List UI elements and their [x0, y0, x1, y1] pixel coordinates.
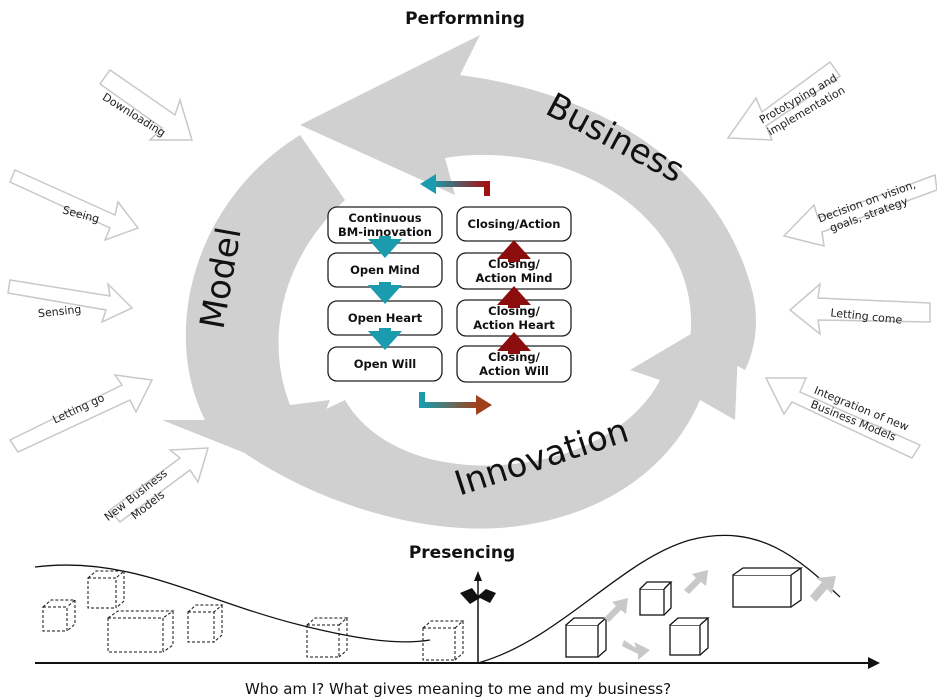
arrow-downloading — [98, 68, 194, 141]
business-arc — [300, 35, 756, 370]
dashed-cube-4 — [187, 604, 224, 643]
red-up-arrow-2 — [497, 286, 531, 305]
gray-growth-arrows — [604, 570, 836, 660]
label-sensing: Sensing — [37, 303, 82, 320]
dashed-cubes — [42, 570, 465, 661]
axis-arrowhead-icon — [868, 657, 880, 669]
box-continuous-line1: Continuous — [348, 211, 421, 225]
box-continuous-line2: BM-innovation — [338, 225, 432, 239]
box-open-heart-label: Open Heart — [348, 311, 423, 325]
left-arrows — [7, 68, 210, 524]
solid-cube-2 — [639, 581, 673, 616]
performing-title: Performning — [405, 9, 525, 29]
box-open-will-label: Open Will — [354, 357, 417, 371]
model-arc — [162, 135, 345, 475]
box-closing-will-line2: Action Will — [479, 364, 549, 378]
right-curve — [477, 534, 841, 664]
box-closing-mind-line1: Closing/ — [488, 257, 540, 271]
solid-cube-4 — [732, 567, 804, 608]
dashed-cube-6 — [422, 620, 465, 661]
arrow-sensing — [7, 279, 134, 324]
arrow-integration — [764, 377, 922, 459]
bottom-connector-arrow — [419, 392, 492, 415]
arrow-letting-come — [788, 282, 931, 336]
bottom-question: Who am I? What gives meaning to me and m… — [245, 680, 671, 698]
arrow-prototyping — [726, 60, 842, 141]
gray-arrow-3 — [684, 570, 708, 594]
gray-arrow-2 — [622, 640, 650, 660]
gray-arrow-4 — [810, 576, 836, 602]
left-column: Continuous BM-innovation Open Mind Open … — [327, 206, 443, 382]
solid-cubes — [565, 567, 804, 658]
dashed-cube-3 — [107, 610, 175, 653]
box-closing-heart-line1: Closing/ — [488, 304, 540, 318]
bottom-landscape — [34, 534, 880, 669]
box-open-mind-label: Open Mind — [350, 263, 420, 277]
arrow-new-business — [108, 447, 210, 524]
open-book-icon — [460, 588, 496, 604]
box-closing-action-label: Closing/Action — [468, 217, 561, 231]
left-curve — [34, 564, 431, 643]
arrow-letting-go — [8, 374, 154, 453]
solid-cube-1 — [565, 617, 608, 658]
red-up-arrow-3 — [497, 332, 531, 351]
cycle-arrows — [162, 35, 756, 529]
innovation-arc — [240, 305, 740, 529]
teal-down-arrow-1 — [368, 239, 402, 258]
vertical-arrowhead-icon — [474, 571, 482, 581]
dashed-cube-2 — [87, 570, 126, 609]
dashed-cube-5 — [306, 617, 349, 658]
box-closing-heart-line2: Action Heart — [473, 318, 555, 332]
right-arrows — [726, 60, 937, 459]
teal-down-arrow-3 — [368, 331, 402, 350]
solid-cube-3 — [669, 617, 710, 656]
arrow-decision — [782, 173, 937, 247]
teal-down-arrow-2 — [368, 285, 402, 304]
box-closing-mind-line2: Action Mind — [475, 271, 552, 285]
dashed-cube-1 — [42, 599, 77, 632]
presencing-title: Presencing — [409, 543, 515, 563]
top-connector-arrow — [420, 174, 490, 196]
arrow-seeing — [9, 168, 140, 242]
right-column: Closing/Action Closing/ Action Mind Clos… — [456, 206, 572, 383]
red-up-arrow-1 — [497, 240, 531, 259]
box-closing-will-line1: Closing/ — [488, 350, 540, 364]
gray-arrow-1 — [604, 598, 628, 622]
